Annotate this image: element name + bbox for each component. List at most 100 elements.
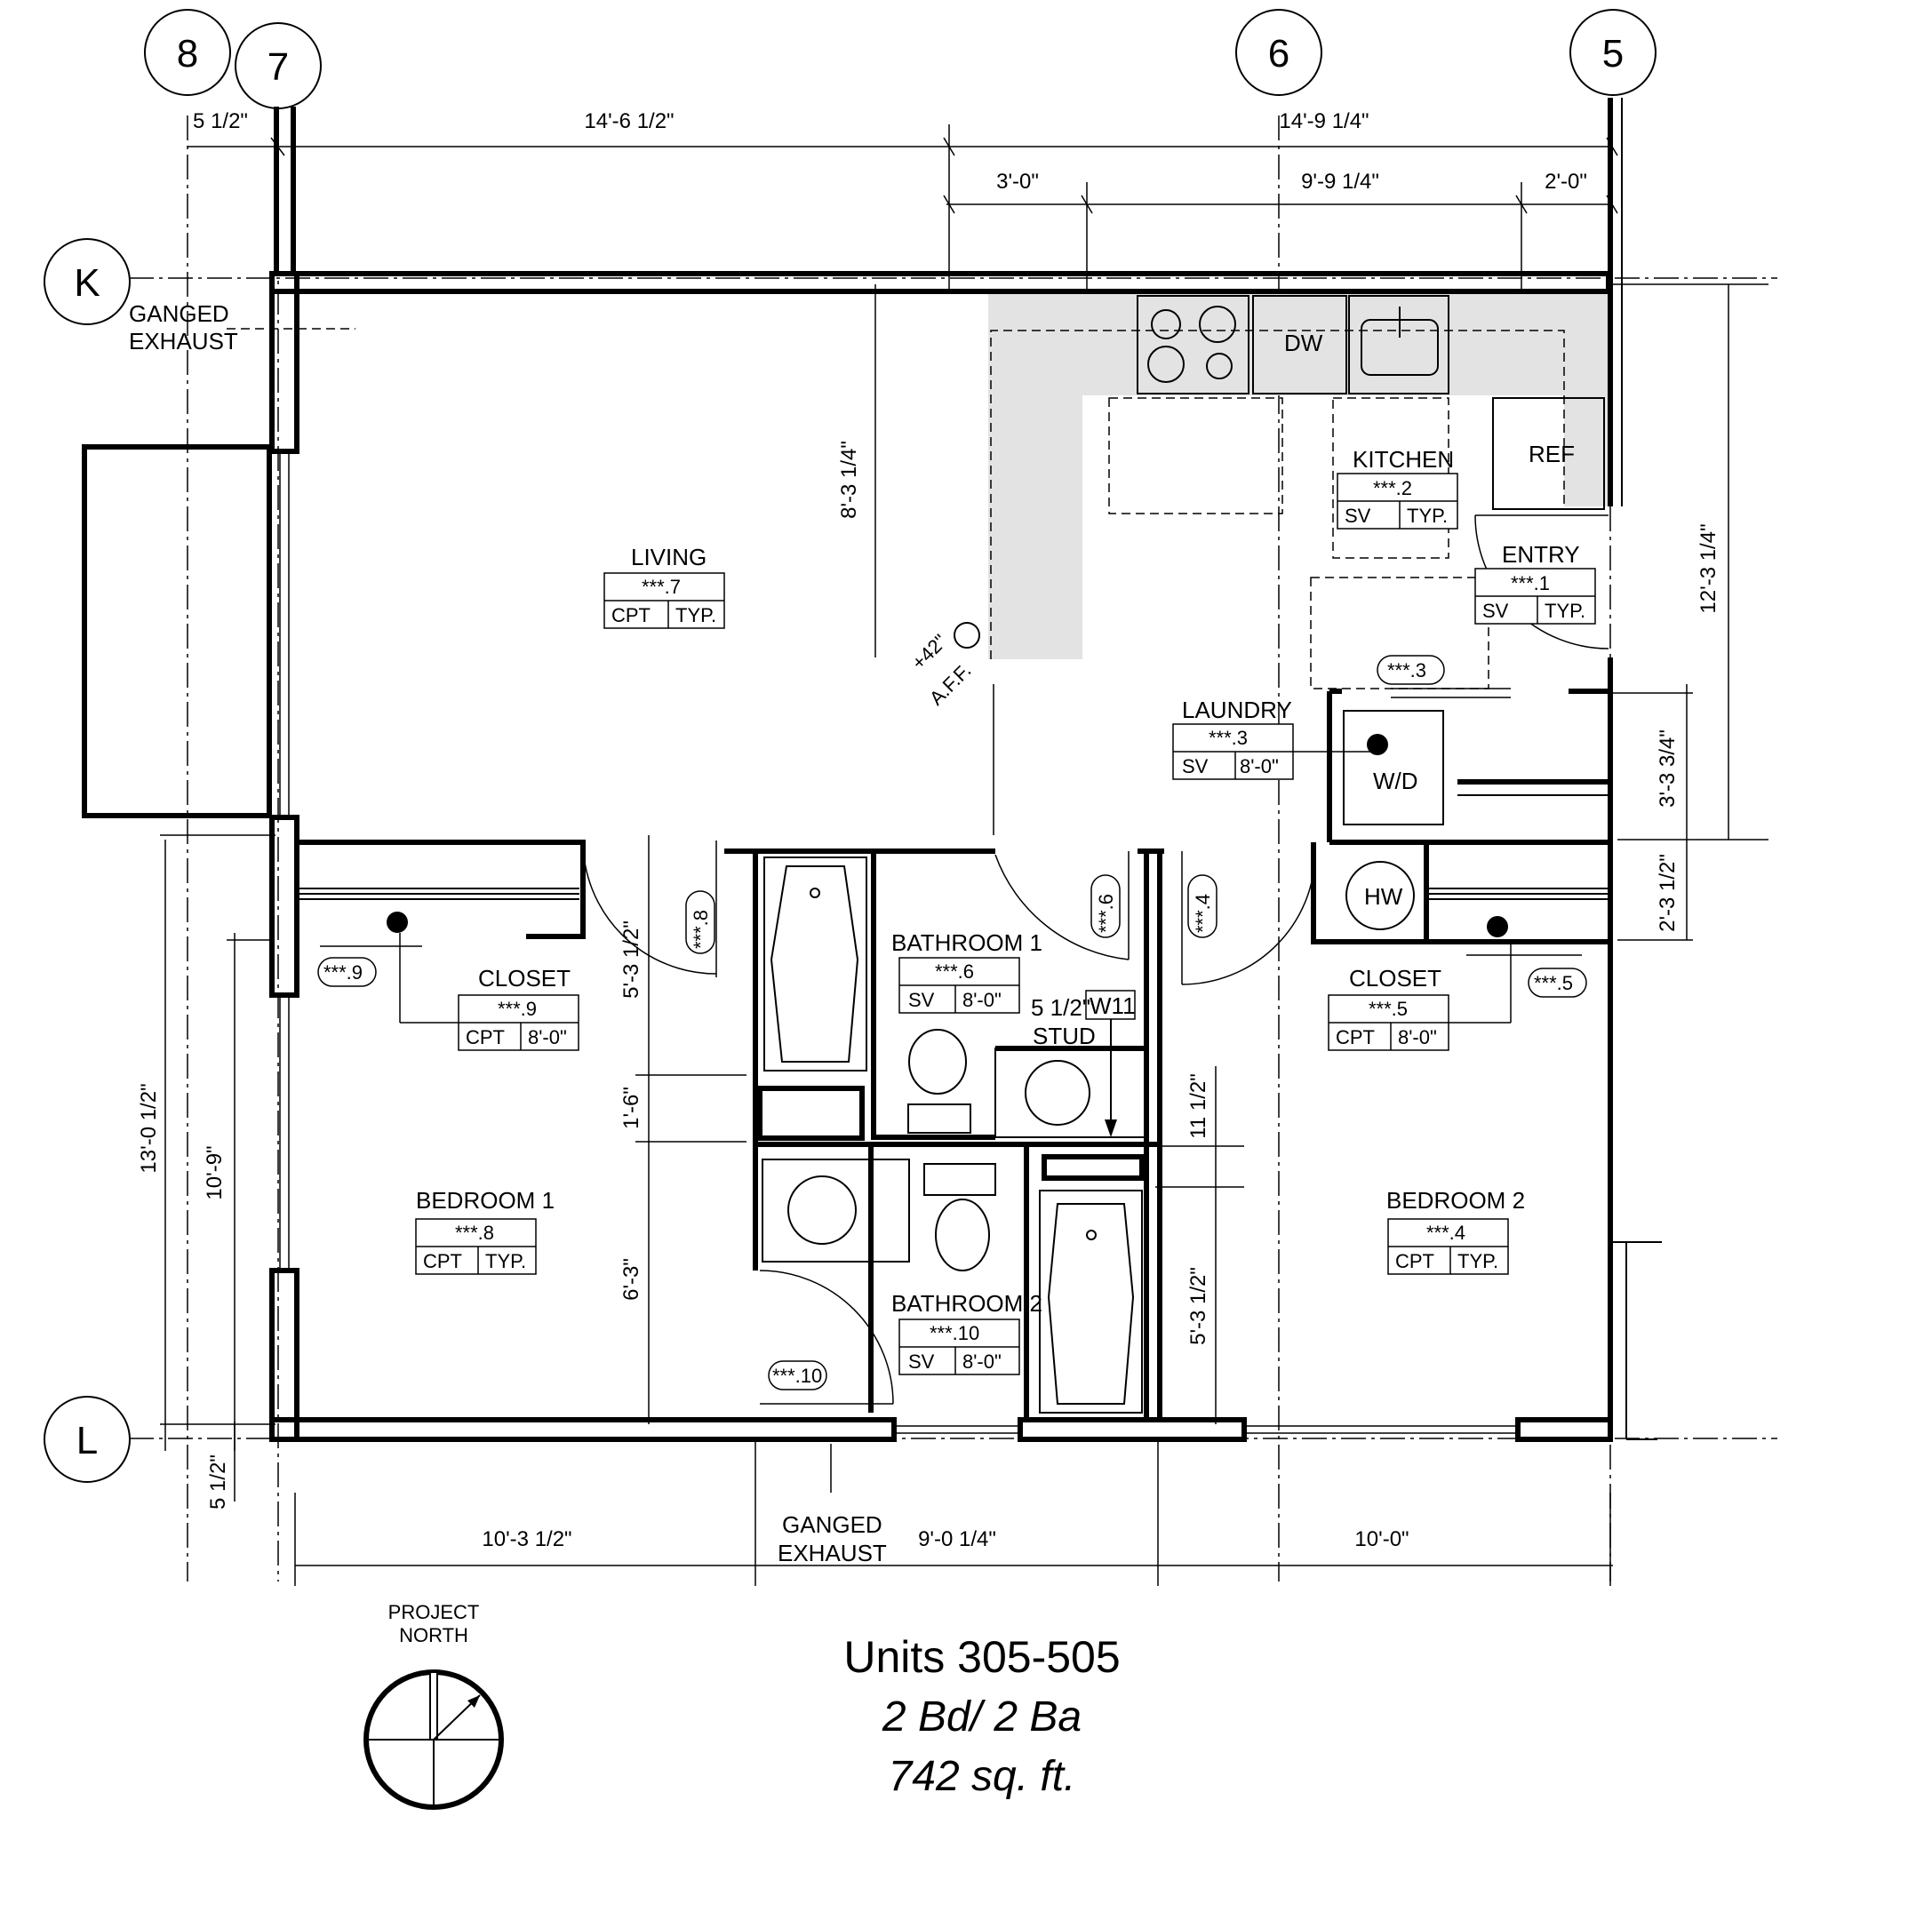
counter-height-1: +42" (907, 630, 952, 674)
bathtub1-icon (763, 856, 867, 1072)
svg-text:CPT: CPT (611, 604, 651, 626)
grid-bubble-7: 7 (235, 22, 322, 109)
dryer-vent-icon (1367, 734, 1388, 755)
svg-text:BATHROOM 1: BATHROOM 1 (891, 929, 1042, 956)
refrigerator-label: REF (1529, 441, 1575, 467)
dim-top-5: 9'-9 1/4" (1301, 170, 1379, 194)
grid-bubble-8: 8 (144, 9, 231, 96)
svg-text:***.6: ***.6 (935, 960, 974, 983)
toilet1-icon (907, 1029, 971, 1134)
svg-text:TYP.: TYP. (1545, 600, 1585, 622)
dimension-lines-interior (635, 284, 1244, 1424)
exterior-walls (269, 98, 1662, 1442)
room-tag-closet1: CLOSET ***.9 CPT 8'-0" (399, 933, 579, 1051)
dim-left-1: 13'-0 1/2" (137, 1083, 161, 1173)
svg-text:***.9: ***.9 (323, 961, 363, 984)
svg-text:6: 6 (1268, 32, 1289, 76)
svg-text:K: K (74, 261, 100, 305)
svg-text:***.3: ***.3 (1387, 659, 1426, 681)
dim-top-4: 3'-0" (996, 170, 1039, 194)
counter-height-marker (954, 622, 980, 649)
svg-text:8'-0": 8'-0" (962, 989, 1002, 1011)
dim-bottom-3: 10'-0" (1354, 1527, 1409, 1551)
door-tag-laundry: ***.3 (1377, 655, 1445, 685)
svg-text:BATHROOM 2: BATHROOM 2 (891, 1290, 1042, 1317)
toilet2-icon (923, 1163, 996, 1271)
svg-text:SV: SV (1345, 505, 1371, 527)
svg-text:***.9: ***.9 (498, 998, 537, 1020)
room-tag-entry: ENTRY ***.1 SV TYP. (1474, 541, 1596, 625)
door-tag-closet1: ***.9 (317, 957, 377, 987)
bathtub2-icon (1039, 1190, 1143, 1414)
kitchen-counter (988, 293, 1609, 659)
svg-text:***.4: ***.4 (1192, 894, 1214, 933)
kitchen-upper-cabinets (990, 330, 1565, 659)
svg-text:***.5: ***.5 (1369, 998, 1408, 1020)
dim-left-2: 10'-9" (203, 1145, 227, 1199)
dimension-lines-right (1573, 283, 1768, 941)
stud-note-2: STUD (1033, 1023, 1096, 1049)
north-arrow: PROJECT NORTH (363, 1601, 504, 1810)
svg-text:BEDROOM 1: BEDROOM 1 (416, 1187, 555, 1214)
bath2-sink-icon (762, 1159, 910, 1263)
svg-text:TYP.: TYP. (1457, 1250, 1498, 1272)
dim-right-3: 2'-3 1/2" (1656, 854, 1680, 932)
door-tag-bathroom2: ***.10 (768, 1360, 827, 1390)
svg-text:***.10: ***.10 (772, 1365, 822, 1387)
room-tag-closet2: CLOSET ***.5 CPT 8'-0" (1328, 942, 1512, 1051)
dim-right-2: 3'-3 3/4" (1656, 729, 1680, 808)
svg-text:TYP.: TYP. (675, 604, 716, 626)
water-heater-icon (1345, 861, 1415, 930)
room-tag-bathroom2: BATHROOM 2 ***.10 SV 8'-0" (891, 1290, 1042, 1375)
grid-bubble-5: 5 (1569, 9, 1657, 96)
refrigerator-icon (1492, 397, 1605, 510)
dim-mid-6: 5'-3 1/2" (1186, 1267, 1210, 1345)
dim-left-3: 5 1/2" (206, 1454, 230, 1510)
unit-bed-bath: 2 Bd/ 2 Ba (882, 1693, 1082, 1741)
closet2-light-icon (1487, 916, 1508, 937)
svg-text:SV: SV (1182, 755, 1209, 777)
room-tag-living: LIVING ***.7 CPT TYP. (603, 544, 725, 629)
svg-text:ENTRY: ENTRY (1502, 541, 1580, 568)
svg-text:***.6: ***.6 (1095, 894, 1117, 933)
dim-top-6: 2'-0" (1545, 170, 1587, 194)
unit-area: 742 sq. ft. (889, 1753, 1076, 1800)
svg-text:***.3: ***.3 (1209, 727, 1248, 749)
room-tag-bedroom2: BEDROOM 2 ***.4 CPT TYP. (1386, 1187, 1525, 1275)
grid-bubble-k: K (44, 238, 131, 325)
wall-type-label: W11 (1090, 992, 1136, 1019)
range-icon (1137, 295, 1249, 394)
svg-text:CPT: CPT (423, 1250, 462, 1272)
svg-text:8: 8 (177, 32, 198, 76)
svg-text:***.8: ***.8 (690, 910, 712, 949)
dim-mid-5: 11 1/2" (1186, 1073, 1210, 1138)
svg-text:BEDROOM 2: BEDROOM 2 (1386, 1187, 1525, 1214)
range-clearance (1108, 397, 1283, 514)
counter-height-2: A.F.F. (925, 659, 976, 710)
svg-text:5: 5 (1602, 32, 1624, 76)
dishwasher-label: DW (1284, 330, 1323, 356)
exhaust-top-line1: GANGED (129, 300, 229, 327)
dim-right-1: 12'-3 1/4" (1696, 523, 1720, 613)
dimension-lines-bottom (294, 1439, 1613, 1586)
interior-walls (297, 689, 1609, 1420)
svg-text:CLOSET: CLOSET (1349, 965, 1441, 992)
grid-bubble-6: 6 (1235, 9, 1322, 96)
grid-bubble-l: L (44, 1396, 131, 1483)
unit-title: Units 305-505 (843, 1632, 1120, 1682)
svg-text:***.4: ***.4 (1426, 1222, 1465, 1244)
exhaust-bottom-line2: EXHAUST (778, 1540, 887, 1566)
dim-top-2: 14'-6 1/2" (584, 109, 674, 133)
door-tag-closet2: ***.5 (1528, 968, 1587, 998)
svg-text:CPT: CPT (1336, 1026, 1375, 1048)
dim-top-3: 14'-9 1/4" (1279, 109, 1369, 133)
svg-text:***.1: ***.1 (1511, 572, 1550, 594)
balcony (82, 444, 272, 818)
svg-text:8'-0": 8'-0" (1398, 1026, 1437, 1048)
bath1-sink-icon (994, 1048, 1146, 1138)
sink-clearance (1332, 397, 1449, 559)
svg-text:NORTH: NORTH (399, 1624, 468, 1646)
dim-bottom-2: 9'-0 1/4" (918, 1527, 996, 1551)
svg-text:CPT: CPT (1395, 1250, 1434, 1272)
